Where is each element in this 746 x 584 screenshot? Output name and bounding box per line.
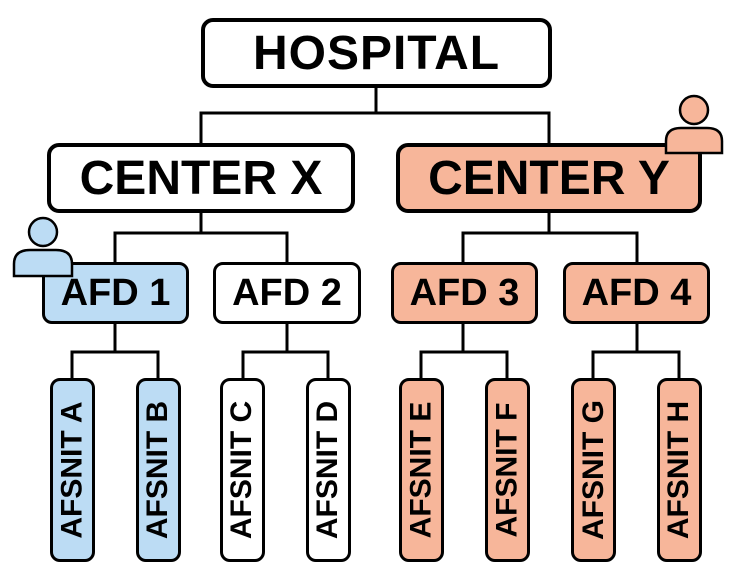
afsnit-f-label: AFSNIT F	[490, 402, 524, 538]
afsnit-f-box: AFSNIT F	[485, 378, 530, 562]
afsnit-d-label: AFSNIT D	[311, 400, 345, 540]
connector-afd2-d	[287, 350, 330, 378]
afsnit-e-box: AFSNIT E	[399, 378, 444, 562]
afsnit-a-box: AFSNIT A	[50, 378, 95, 562]
center-x-label: CENTER X	[79, 151, 323, 205]
afd-3-box: AFD 3	[391, 262, 538, 324]
afd-3-label: AFD 3	[409, 271, 520, 314]
afd-4-box: AFD 4	[563, 262, 710, 324]
connector-center-y-afd4	[549, 231, 639, 262]
afd-2-label: AFD 2	[232, 271, 342, 314]
connector-afd3-f	[463, 350, 509, 378]
connector-afd1-b	[115, 350, 160, 378]
connector-center-x-afds	[113, 213, 203, 262]
afsnit-g-box: AFSNIT G	[571, 378, 616, 562]
connector-hospital-center-y	[376, 111, 551, 143]
afsnit-c-box: AFSNIT C	[220, 378, 265, 562]
hospital-label: HOSPITAL	[252, 26, 501, 80]
connector-center-x-afd2	[201, 231, 289, 262]
afsnit-g-label: AFSNIT G	[576, 400, 610, 540]
afd-4-label: AFD 4	[581, 271, 692, 314]
afsnit-e-label: AFSNIT E	[404, 401, 438, 539]
center-y-label: CENTER Y	[428, 151, 670, 205]
hospital-box: HOSPITAL	[201, 18, 552, 88]
afd-1-label: AFD 1	[60, 271, 171, 314]
connector-afd1-sections	[70, 324, 117, 378]
center-y-box: CENTER Y	[396, 143, 702, 213]
connector-afd3-sections	[419, 324, 465, 378]
afsnit-b-label: AFSNIT B	[141, 400, 175, 540]
afd-1-box: AFD 1	[42, 262, 189, 324]
connector-afd2-sections	[241, 324, 289, 378]
afsnit-b-box: AFSNIT B	[136, 378, 181, 562]
center-x-box: CENTER X	[47, 143, 355, 213]
afsnit-h-label: AFSNIT H	[662, 400, 696, 540]
afsnit-a-label: AFSNIT A	[55, 401, 89, 539]
afsnit-c-label: AFSNIT C	[225, 400, 259, 540]
afsnit-d-box: AFSNIT D	[306, 378, 351, 562]
afd-2-box: AFD 2	[213, 262, 361, 324]
person-icon	[12, 216, 74, 278]
afsnit-h-box: AFSNIT H	[657, 378, 702, 562]
connector-afd4-sections	[591, 324, 639, 378]
connector-afd4-h	[637, 350, 681, 378]
person-icon	[664, 94, 724, 155]
connector-center-y-afds	[461, 213, 551, 262]
connector-hospital-centers	[199, 88, 378, 143]
